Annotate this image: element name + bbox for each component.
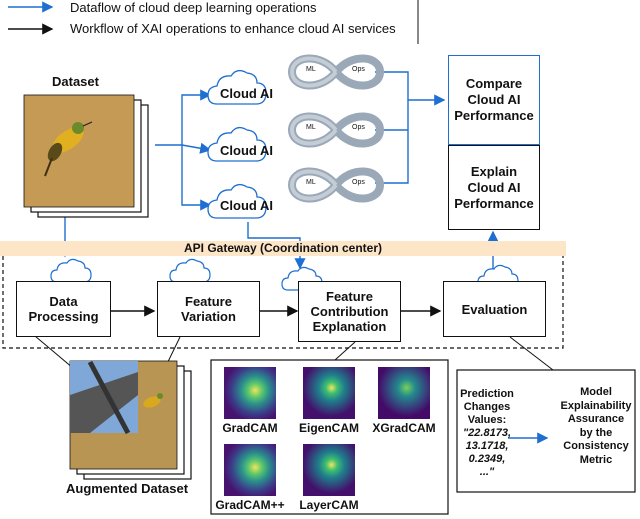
ops-label-2: Ops — [352, 124, 365, 131]
ops-label-3: Ops — [352, 179, 365, 186]
cloud-ai-2-icon — [207, 126, 267, 162]
feature-contribution-line2: Contribution — [310, 304, 389, 319]
feature-contribution-line1: Feature — [326, 289, 373, 304]
prediction-line4: "22.8173, — [462, 427, 512, 439]
compare-line3: Performance — [454, 108, 534, 123]
data-processing-cloud-icon — [50, 258, 92, 283]
augmented-dataset-title: Augmented Dataset — [66, 481, 189, 496]
prediction-line2: Changes — [463, 401, 511, 413]
layercam-heatmap — [303, 444, 355, 496]
prediction-line7: ..." — [479, 466, 495, 478]
legend-workflow-label: Workflow of XAI operations to enhance cl… — [70, 21, 396, 36]
prediction-line1: Prediction — [460, 388, 514, 400]
ops-label-1: Ops — [352, 66, 365, 73]
cloud-ai-3-icon — [207, 183, 267, 219]
xgradcam-heatmap — [378, 367, 430, 419]
compare-line1: Compare — [465, 76, 523, 91]
xgradcam-label: XGradCAM — [372, 421, 436, 435]
feature-variation-cloud-icon — [169, 258, 211, 283]
cloud-ai-3-label: Cloud AI — [220, 198, 273, 213]
mlops-infinity-3-icon — [287, 167, 385, 203]
mlops-infinity-2-icon — [287, 112, 385, 148]
dataset-bird-image — [23, 94, 135, 208]
prediction-changes-text: Prediction Changes Values: "22.8173, 13.… — [460, 388, 514, 479]
cloud-ai-1-label: Cloud AI — [220, 86, 273, 101]
cloud-ai-2-label: Cloud AI — [220, 143, 273, 158]
gradcam-heatmap — [224, 367, 276, 419]
gradcampp-heatmap — [224, 444, 276, 496]
cloud-ai-1-icon — [207, 69, 267, 105]
compare-line2: Cloud AI — [467, 92, 521, 107]
model-line4: by the — [579, 426, 613, 439]
data-processing-line2: Processing — [28, 309, 99, 324]
explain-line3: Performance — [454, 195, 534, 211]
model-line1: Model — [580, 386, 612, 398]
layercam-label: LayerCAM — [299, 498, 359, 512]
feature-variation-line2: Variation — [181, 309, 236, 324]
explain-line1: Explain — [470, 163, 518, 179]
api-gateway-bar — [0, 241, 566, 256]
gradcam-label: GradCAM — [222, 421, 278, 435]
prediction-line6: 0.2349, — [468, 453, 506, 465]
evaluation-label: Evaluation — [461, 301, 528, 317]
prediction-line5: 13.1718, — [465, 440, 509, 452]
model-explainability-text: Model Explainability Assurance by the Co… — [556, 386, 636, 467]
ml-label-3: ML — [306, 179, 316, 186]
ml-label-1: ML — [306, 66, 316, 73]
eigencam-label: EigenCAM — [299, 421, 359, 435]
api-gateway-label: API Gateway (Coordination center) — [183, 241, 383, 255]
model-line6: Metric — [579, 453, 613, 466]
model-line3: Assurance — [567, 413, 625, 425]
feature-variation-line1: Feature — [185, 294, 232, 309]
dataset-title: Dataset — [52, 74, 99, 89]
data-processing-line1: Data — [49, 294, 78, 309]
legend-dataflow-label: Dataflow of cloud deep learning operatio… — [70, 0, 317, 15]
prediction-line3: Values: — [467, 414, 507, 426]
gradcampp-label: GradCAM++ — [215, 498, 285, 512]
model-line2: Explainability — [560, 399, 632, 412]
eigencam-heatmap — [303, 367, 355, 419]
model-line5: Consistency — [563, 440, 629, 452]
ml-label-2: ML — [306, 124, 316, 131]
evaluation-box: Evaluation — [443, 281, 546, 337]
mlops-infinity-1-icon — [287, 54, 385, 90]
explain-line2: Cloud AI — [467, 179, 521, 195]
feature-contribution-line3: Explanation — [312, 319, 387, 334]
